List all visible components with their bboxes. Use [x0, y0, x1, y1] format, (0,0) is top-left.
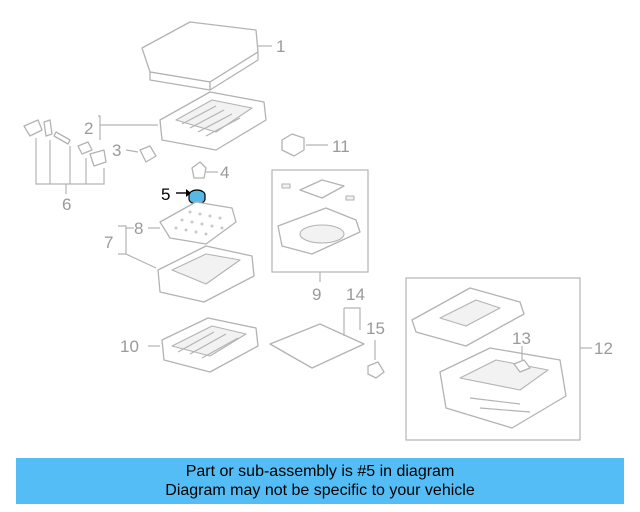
callout-4: 4 [220, 163, 229, 182]
part-5-cap-highlighted [176, 189, 206, 205]
callout-13: 13 [512, 329, 531, 348]
callout-1: 1 [276, 37, 285, 56]
callout-8: 8 [134, 219, 143, 238]
caption-line-1: Part or sub-assembly is #5 in diagram [185, 463, 455, 480]
callout-10: 10 [120, 337, 139, 356]
callout-15: 15 [366, 319, 385, 338]
part-10-base [148, 317, 259, 373]
callout-7: 7 [104, 233, 113, 252]
part-12-console-body [405, 277, 592, 441]
part-14-mat [269, 307, 365, 369]
caption-banner: Part or sub-assembly is #5 in diagram Di… [16, 458, 624, 504]
callout-2: 2 [84, 119, 93, 138]
part-9-panel-box [271, 169, 369, 282]
part-15-fastener [367, 340, 385, 379]
callout-12: 12 [594, 339, 613, 358]
callout-6: 6 [62, 195, 71, 214]
callout-3: 3 [112, 141, 121, 160]
callout-11: 11 [332, 137, 350, 156]
part-1-armrest-lid [141, 21, 272, 91]
callout-5: 5 [161, 185, 170, 204]
part-11-switch [281, 133, 328, 157]
part-6-brackets [23, 119, 107, 194]
callout-14: 14 [346, 285, 365, 304]
caption-line-2: Diagram may not be specific to your vehi… [165, 482, 475, 499]
callout-9: 9 [312, 285, 321, 304]
part-7-tray [118, 225, 255, 303]
part-2-lid-frame [98, 91, 267, 151]
part-4-pin [191, 161, 218, 179]
part-3-clip [125, 145, 157, 163]
part-13-insert [513, 346, 531, 373]
part-8-pad [148, 201, 237, 245]
